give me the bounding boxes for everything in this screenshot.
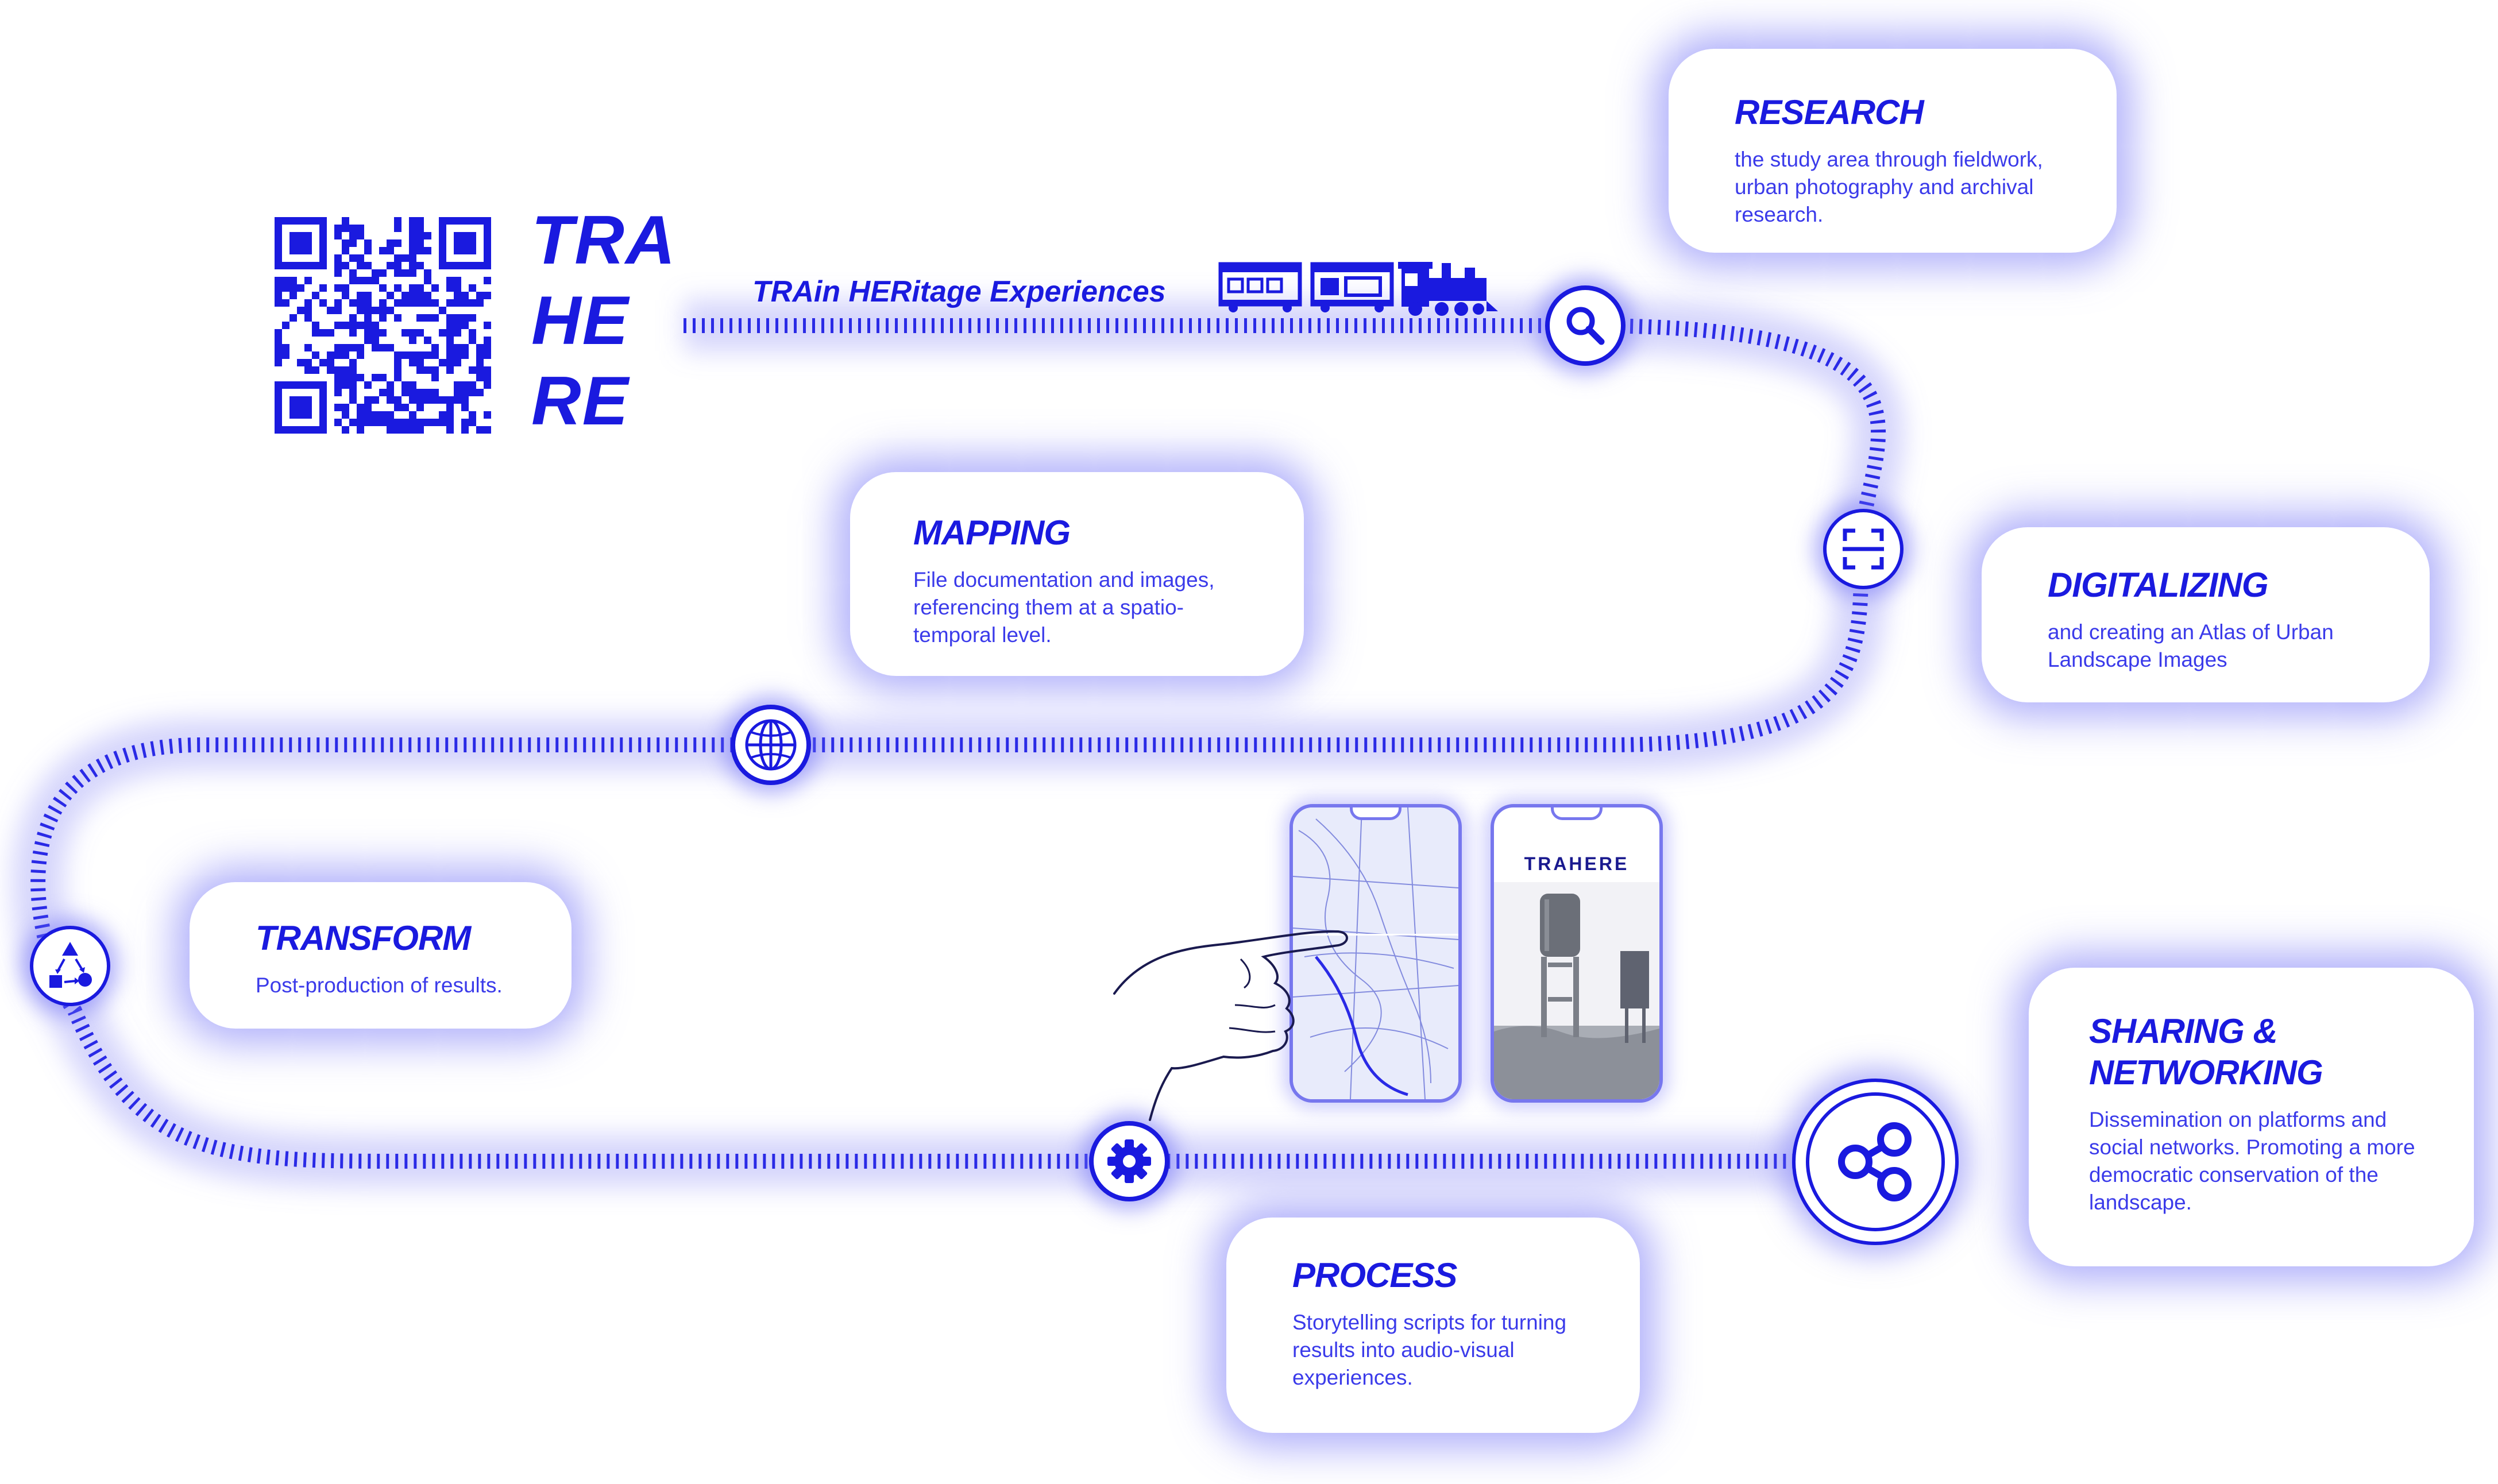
card-text: the study area through fieldwork, urban … xyxy=(1735,148,2043,227)
card-process: PROCESS Storytelling scripts for turning… xyxy=(1226,1218,1640,1433)
card-mapping: MAPPING File documentation and images, r… xyxy=(850,472,1304,676)
network-shapes-icon xyxy=(49,942,92,988)
card-digitalizing: DIGITALIZING and creating an Atlas of Ur… xyxy=(1982,527,2430,702)
hand-sketch xyxy=(1113,930,1348,1121)
node-research[interactable] xyxy=(1545,285,1626,366)
node-sharing-networking[interactable] xyxy=(1792,1079,1959,1245)
card-title: DIGITALIZING xyxy=(2048,566,2269,604)
scan-icon xyxy=(1843,528,1884,570)
card-title: PROCESS xyxy=(1292,1256,1457,1294)
node-process[interactable] xyxy=(1089,1121,1169,1201)
phone-title: TRAHERE xyxy=(1524,853,1630,874)
brand-subtitle: TRAin HERitage Experiences xyxy=(752,275,1166,308)
card-title: MAPPING xyxy=(913,513,1071,552)
node-transform[interactable] xyxy=(30,926,110,1006)
phone-map xyxy=(1289,804,1462,1103)
brand-line-1: TRA xyxy=(531,202,677,279)
globe-icon xyxy=(745,719,797,771)
brand-line-3: RE xyxy=(531,362,630,439)
card-text: Post-production of results. xyxy=(256,973,503,997)
card-text: Storytelling scripts for turning results… xyxy=(1292,1311,1567,1390)
card-research: RESEARCH the study area through fieldwor… xyxy=(1669,49,2117,253)
phone-trahere: TRAHERE xyxy=(1491,804,1663,1103)
card-text: and creating an Atlas of Urban Landscape… xyxy=(2048,620,2334,672)
map-image xyxy=(1293,807,1458,1099)
qr-code xyxy=(275,217,491,434)
card-transform: TRANSFORM Post-production of results. xyxy=(190,882,572,1029)
search-icon xyxy=(1566,307,1605,345)
share-icon xyxy=(1838,1122,1912,1201)
node-mapping[interactable] xyxy=(731,705,811,785)
train-icon xyxy=(1218,262,1498,316)
card-title: SHARING & NETWORKING xyxy=(2089,1012,2323,1092)
water-tower-photo xyxy=(1494,882,1659,1099)
card-text: File documentation and images, referenci… xyxy=(913,568,1215,647)
gear-icon xyxy=(1107,1139,1151,1183)
card-text: Dissemination on platforms and social ne… xyxy=(2089,1108,2415,1215)
card-title: RESEARCH xyxy=(1735,93,1924,132)
brand-line-2: HE xyxy=(531,282,630,359)
node-digitalizing[interactable] xyxy=(1823,509,1904,589)
card-title: TRANSFORM xyxy=(256,919,471,957)
card-sharing-networking: SHARING & NETWORKING Dissemination on pl… xyxy=(2029,968,2474,1266)
